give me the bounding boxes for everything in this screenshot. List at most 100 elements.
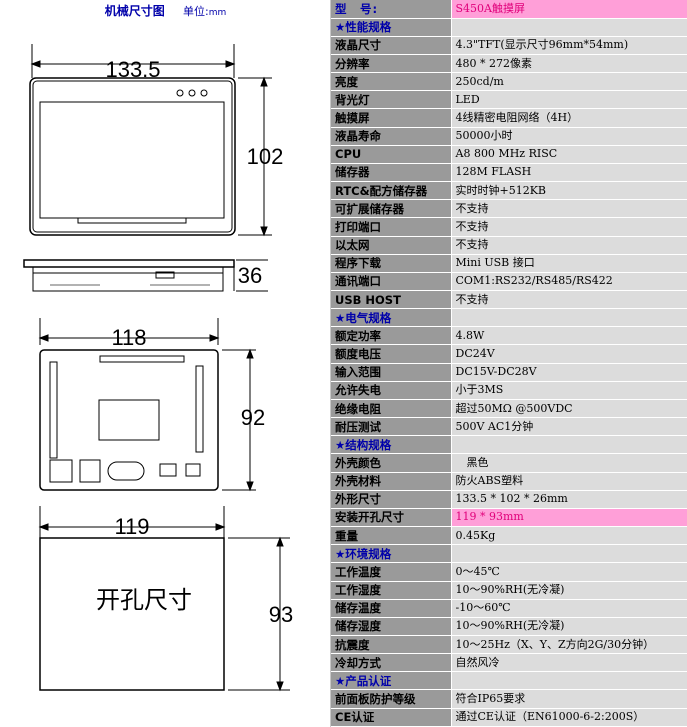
- spec-label: ★电气规格: [331, 308, 452, 328]
- spec-label: 工作湿度: [331, 581, 452, 600]
- spec-value: 不支持: [451, 217, 687, 237]
- spec-value: 不支持: [451, 199, 687, 219]
- spec-label: 触摸屏: [331, 108, 452, 128]
- spec-label: 分辨率: [331, 54, 452, 74]
- spec-label: 重量: [331, 526, 452, 546]
- spec-label: ★结构规格: [331, 435, 452, 455]
- spec-value: 防火ABS塑料: [451, 472, 687, 491]
- spec-row: 储存温度-10～60℃: [331, 599, 687, 618]
- back-width-label: 118: [111, 325, 146, 350]
- spec-value: 实时时钟+512KB: [451, 181, 687, 201]
- spec-value: S450A触摸屏: [451, 0, 687, 19]
- spec-value: 10～90%RH(无冷凝): [451, 581, 687, 600]
- spec-label: 外壳材料: [331, 472, 452, 491]
- spec-value: 50000小时: [451, 127, 687, 146]
- spec-value: 自然风冷: [451, 653, 687, 673]
- spec-value: 不支持: [451, 236, 687, 255]
- spec-row: 可扩展储存器不支持: [331, 199, 687, 219]
- drawing-title-text: 机械尺寸图: [104, 4, 165, 18]
- spec-value: 10～25Hz（X、Y、Z方向2G/30分钟）: [451, 635, 687, 655]
- spec-value: 480 * 272像素: [451, 54, 687, 74]
- front-width-label: 133.5: [105, 57, 160, 82]
- spec-section-header: ★产品认证: [331, 671, 687, 691]
- spec-label: 储存器: [331, 163, 452, 183]
- spec-row-model: 型 号: S450A触摸屏: [331, 0, 687, 19]
- cutout-view: [38, 506, 290, 692]
- spec-label: 允许失电: [331, 381, 452, 400]
- spec-label: 液晶尺寸: [331, 36, 452, 55]
- drawing-title: 机械尺寸图 单位:mm: [0, 2, 331, 22]
- spec-value: 500V AC1分钟: [451, 417, 687, 437]
- side-view: [23, 259, 268, 292]
- spec-row: 冷却方式自然风冷: [331, 653, 687, 673]
- spec-value: LED: [451, 90, 687, 110]
- spec-value: 10～90%RH(无冷凝): [451, 617, 687, 636]
- spec-value: 133.5 * 102 * 26mm: [451, 490, 687, 509]
- cutout-label: 开孔尺寸: [96, 586, 192, 614]
- cutout-height-label: 93: [269, 602, 293, 627]
- spec-label: 打印端口: [331, 217, 452, 237]
- spec-value: -10～60℃: [451, 599, 687, 618]
- spec-label: RTC&配方储存器: [331, 181, 452, 201]
- spec-row: 打印端口不支持: [331, 217, 687, 237]
- cutout-width-label: 119: [114, 514, 149, 539]
- spec-label: 背光灯: [331, 90, 452, 110]
- spec-label: 额定功率: [331, 326, 452, 346]
- spec-value: 128M FLASH: [451, 163, 687, 183]
- spec-label: 型 号:: [331, 0, 452, 19]
- spec-label: 以太网: [331, 236, 452, 255]
- spec-label: 储存温度: [331, 599, 452, 618]
- spec-value: 0.45Kg: [451, 526, 687, 546]
- spec-label: 程序下载: [331, 254, 452, 273]
- spec-row: 外壳颜色 黑色: [331, 453, 687, 473]
- spec-value: 通过CE认证（EN61000-6-2:200S）: [451, 708, 687, 727]
- dimension-drawing: 133.5 102 36 118 92 119 93 开孔尺寸: [23, 44, 293, 692]
- spec-row: 外壳材料防火ABS塑料: [331, 472, 687, 491]
- spec-label: 安装开孔尺寸: [331, 508, 452, 528]
- spec-section-header: ★电气规格: [331, 308, 687, 328]
- spec-label: CPU: [331, 145, 452, 164]
- spec-label: 外形尺寸: [331, 490, 452, 509]
- spec-value: [451, 308, 687, 328]
- spec-value: [451, 18, 687, 37]
- spec-value: DC15V-DC28V: [451, 363, 687, 382]
- spec-label: 耐压测试: [331, 417, 452, 437]
- spec-row: 以太网不支持: [331, 236, 687, 255]
- spec-value: Mini USB 接口: [451, 254, 687, 273]
- mechanical-drawing-panel: 机械尺寸图 单位:mm: [0, 0, 331, 727]
- spec-value: 超过50MΩ @500VDC: [451, 399, 687, 419]
- spec-label: 冷却方式: [331, 653, 452, 673]
- spec-value: 小于3MS: [451, 381, 687, 400]
- spec-label: 液晶寿命: [331, 127, 452, 146]
- spec-value: [451, 435, 687, 455]
- spec-value: [451, 544, 687, 564]
- spec-row: CE认证通过CE认证（EN61000-6-2:200S）: [331, 708, 687, 727]
- spec-section-header: ★环境规格: [331, 544, 687, 564]
- spec-label: 工作温度: [331, 562, 452, 582]
- back-height-label: 92: [241, 405, 265, 430]
- spec-label: CE认证: [331, 708, 452, 727]
- spec-label: 外壳颜色: [331, 453, 452, 473]
- spec-label: 通讯端口: [331, 272, 452, 292]
- front-height-label: 102: [247, 144, 284, 169]
- spec-row: 前面板防护等级符合IP65要求: [331, 689, 687, 709]
